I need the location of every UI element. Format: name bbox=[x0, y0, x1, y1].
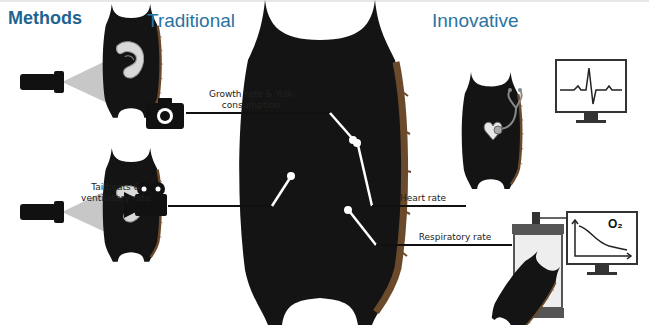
column-heading: Innovative bbox=[432, 10, 519, 32]
diagram-title: Methods bbox=[8, 8, 82, 29]
measure-label: Heart rate bbox=[388, 193, 458, 203]
measure-label: Respiratory rate bbox=[405, 232, 505, 242]
oxygen-label: O₂ bbox=[608, 218, 623, 232]
measure-label: Tailbeats & ventilatory rate bbox=[76, 182, 156, 203]
measure-label: Growth rate & Yolk consumption bbox=[196, 89, 306, 110]
column-heading: Traditional bbox=[147, 10, 235, 32]
